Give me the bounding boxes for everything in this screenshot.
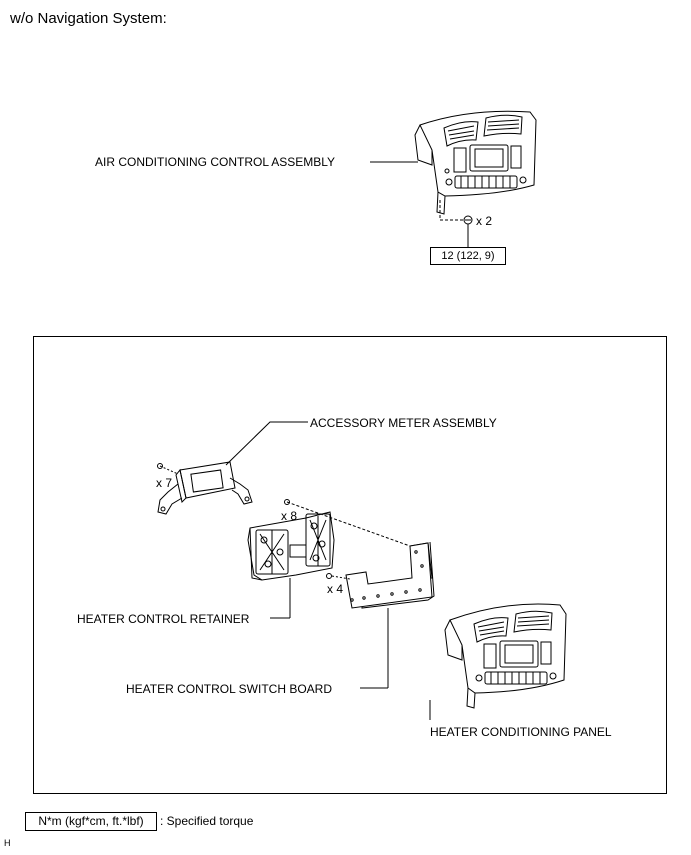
qty-label-x8: x 8	[281, 509, 298, 523]
footer-code: H	[4, 838, 11, 848]
screw-path-dashed	[439, 200, 463, 221]
label-heater-control-switch-board: HEATER CONTROL SWITCH BOARD	[126, 682, 333, 696]
label-heater-control-retainer: HEATER CONTROL RETAINER	[77, 612, 250, 626]
page-heading: w/o Navigation System:	[10, 10, 167, 27]
label-ac-control-assembly: AIR CONDITIONING CONTROL ASSEMBLY	[95, 155, 336, 169]
torque-spec-box: 12 (122, 9)	[430, 247, 506, 265]
screw-icon-meter	[157, 463, 179, 475]
leader-line-meter	[225, 421, 308, 466]
label-accessory-meter-assembly: ACCESSORY METER ASSEMBLY	[310, 416, 497, 430]
screw-icon	[463, 215, 473, 225]
heater-conditioning-panel-drawing	[444, 603, 567, 709]
air-conditioning-control-assembly-drawing	[414, 110, 537, 215]
legend-torque-box: N*m (kgf*cm, ft.*lbf)	[25, 812, 157, 831]
qty-label-x7: x 7	[156, 476, 173, 490]
heater-control-retainer-drawing	[247, 511, 335, 581]
heater-control-switch-board-drawing	[345, 541, 435, 609]
label-heater-conditioning-panel: HEATER CONDITIONING PANEL	[430, 725, 612, 739]
legend-description: : Specified torque	[160, 814, 254, 828]
screw-icon-board	[326, 573, 351, 580]
heater-control-frame	[33, 336, 667, 794]
screw-icon-retainer	[284, 499, 411, 547]
accessory-meter-assembly-drawing	[157, 461, 253, 515]
qty-label-x2: x 2	[476, 214, 493, 228]
qty-label-x4: x 4	[327, 582, 344, 596]
